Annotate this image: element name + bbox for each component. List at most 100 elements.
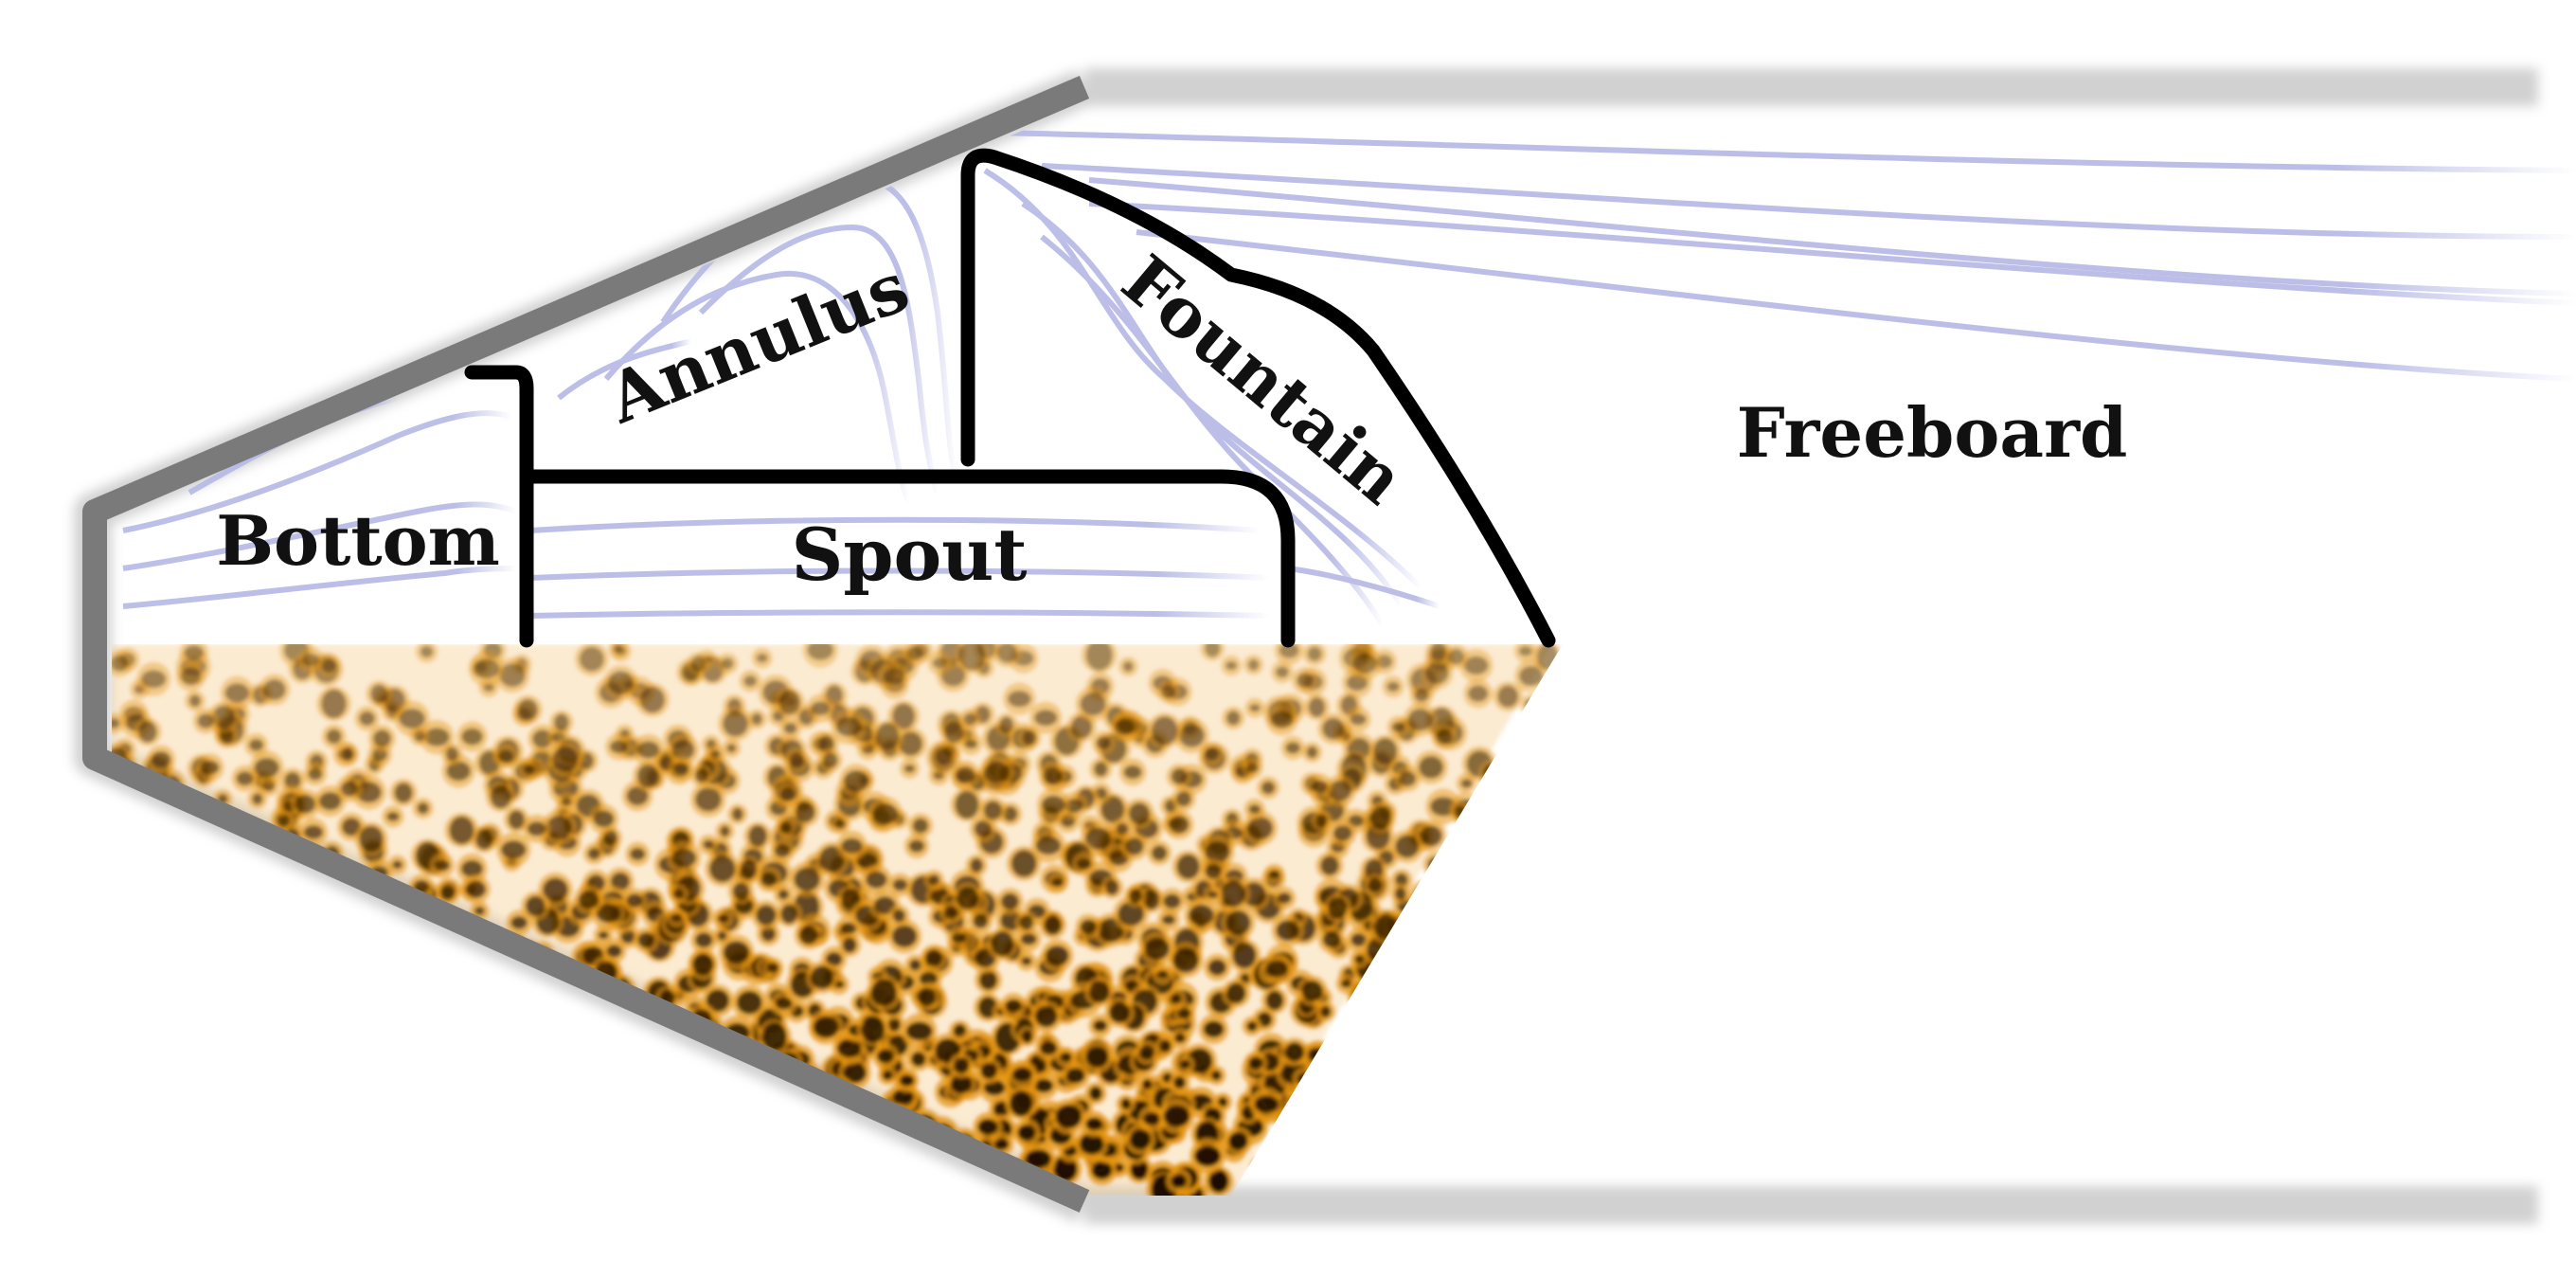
particle-halo (641, 1183, 664, 1196)
particle (1372, 1014, 1389, 1030)
particle (144, 913, 160, 932)
particle-halo (1326, 1120, 1346, 1140)
particle-halo (305, 1073, 337, 1106)
particle (752, 1104, 779, 1130)
particle (377, 935, 402, 953)
particle-halo (1494, 1035, 1516, 1056)
particle-halo (306, 969, 329, 992)
particle (406, 1117, 426, 1134)
particle (783, 722, 797, 734)
particle (1460, 779, 1473, 788)
particle-halo (569, 1007, 592, 1031)
particle-halo (206, 861, 232, 886)
particle (753, 1181, 772, 1196)
particle (211, 1121, 234, 1147)
particle (993, 1101, 1010, 1118)
particle-halo (150, 1094, 186, 1129)
particle (310, 1081, 332, 1098)
particle (598, 1185, 623, 1196)
particle (200, 761, 220, 775)
particle (832, 1174, 847, 1184)
particle-halo (488, 1007, 519, 1038)
particle-halo (270, 1078, 300, 1108)
particle (1458, 1107, 1484, 1125)
particle-halo (1346, 1108, 1376, 1140)
particle-halo (224, 1153, 248, 1177)
particle (235, 1149, 256, 1174)
particle (714, 1113, 735, 1135)
particle-halo (1405, 1011, 1431, 1036)
particle-halo (634, 1053, 663, 1083)
particle-halo (163, 1071, 187, 1095)
particle (1437, 1007, 1449, 1017)
particle (567, 1138, 581, 1152)
particle-halo (1400, 1159, 1424, 1183)
particle-halo (1302, 1155, 1332, 1185)
particle (692, 953, 714, 976)
particle (180, 667, 202, 686)
particle-halo (306, 975, 333, 1003)
particle (577, 1044, 598, 1062)
particle (1116, 822, 1129, 836)
particle (172, 1009, 188, 1021)
particle-halo (122, 1086, 146, 1110)
particle-halo (112, 1006, 131, 1035)
particle (1152, 845, 1168, 861)
particle (1356, 1003, 1376, 1023)
particle-halo (382, 1079, 406, 1105)
particle (1124, 837, 1144, 855)
particle-halo (477, 960, 505, 987)
particle (224, 683, 250, 703)
particle-halo (1452, 1083, 1473, 1103)
particle-halo (116, 1085, 142, 1110)
particle-halo (1530, 1027, 1557, 1054)
particle-halo (491, 1003, 516, 1029)
particle (210, 1014, 226, 1026)
particle (147, 1018, 157, 1026)
particle (905, 1184, 923, 1196)
particle (321, 689, 347, 719)
particle (379, 1027, 397, 1046)
particle-halo (119, 945, 154, 981)
particle (1477, 956, 1499, 973)
particle (324, 1070, 349, 1092)
particle (234, 856, 259, 875)
particle (491, 972, 510, 994)
particle-halo (166, 961, 188, 983)
particle (882, 1186, 898, 1196)
particle-halo (248, 1083, 273, 1107)
particle-halo (536, 1043, 564, 1071)
particle (1100, 796, 1125, 823)
particle (213, 880, 225, 891)
particle-halo (654, 1113, 687, 1145)
particle (767, 963, 779, 973)
particle-halo (540, 1119, 560, 1139)
particle (490, 784, 511, 809)
particle-halo (298, 1136, 331, 1169)
particle (449, 816, 474, 845)
particle-halo (492, 1158, 521, 1185)
particle-halo (168, 978, 192, 1001)
particle (939, 1171, 953, 1183)
particle (313, 1077, 337, 1096)
particle (1205, 863, 1222, 879)
particle-halo (209, 1173, 239, 1196)
particle (439, 885, 456, 901)
particle-halo (560, 1186, 582, 1196)
particle-halo (707, 1071, 732, 1094)
particle (123, 1137, 142, 1151)
particle-halo (632, 1158, 668, 1194)
particle (1311, 781, 1328, 793)
bottom-annulus-boundary (464, 365, 534, 648)
particle (523, 765, 537, 775)
particle (1060, 1052, 1072, 1062)
particle-halo (866, 1140, 889, 1163)
particle-halo (226, 1044, 261, 1079)
particle (247, 863, 265, 878)
particle-halo (471, 1000, 496, 1027)
particle (614, 1104, 640, 1124)
particle (1520, 1145, 1537, 1160)
particle (188, 926, 200, 937)
particle (290, 903, 311, 920)
particle-halo (1466, 1089, 1491, 1112)
